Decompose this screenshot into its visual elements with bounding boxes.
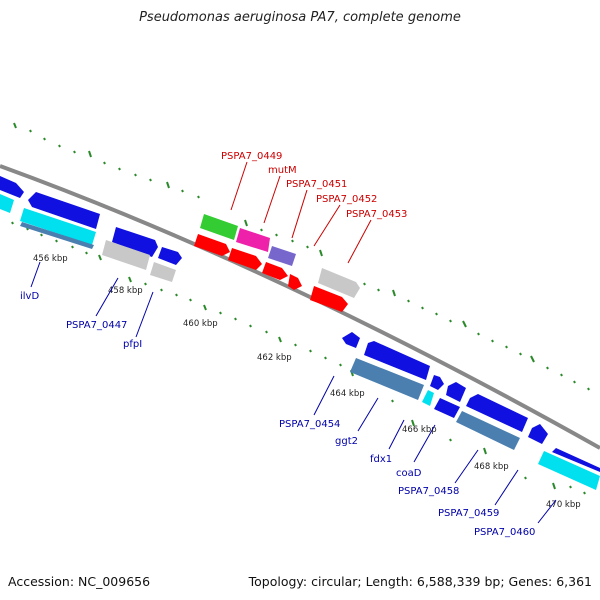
gene-arrow[interactable] — [552, 448, 600, 472]
gene-arrow[interactable] — [158, 247, 182, 265]
gene-arrow[interactable] — [364, 341, 430, 380]
forward-strand-genes — [194, 214, 360, 312]
topology-text: Topology: circular; Length: 6,588,339 bp… — [248, 574, 592, 589]
accession-text: Accession: NC_009656 — [8, 574, 151, 589]
gene-arrow[interactable] — [446, 382, 466, 402]
gene-arrow[interactable] — [150, 262, 176, 282]
gene-arrow[interactable] — [102, 240, 150, 270]
kbp-label: 466 kbp — [402, 425, 437, 435]
gene-arrow[interactable] — [200, 214, 238, 240]
gene-arrow[interactable] — [456, 411, 520, 450]
gene-label-ggt2[interactable]: ggt2 — [335, 436, 358, 447]
kbp-labels: 456 kbp 458 kbp 460 kbp 462 kbp 464 kbp … — [33, 254, 581, 510]
kbp-label: 462 kbp — [257, 353, 292, 363]
kbp-label: 468 kbp — [474, 462, 509, 472]
forward-gene-labels: PSPA7_0449 mutM PSPA7_0451 PSPA7_0452 PS… — [221, 151, 407, 264]
gene-arrow[interactable] — [466, 394, 528, 432]
gene-label-mutm[interactable]: mutM — [268, 165, 297, 176]
gene-arrow[interactable] — [194, 234, 230, 256]
inner-tick-ring — [11, 221, 586, 495]
gene-label-pspa7-0459[interactable]: PSPA7_0459 — [438, 508, 499, 519]
gene-label-coad[interactable]: coaD — [396, 468, 422, 479]
gene-arrow[interactable] — [0, 194, 14, 213]
gene-arrow[interactable] — [0, 176, 24, 198]
gene-label-pspa7-0449[interactable]: PSPA7_0449 — [221, 151, 282, 162]
gene-label-pspa7-0458[interactable]: PSPA7_0458 — [398, 486, 459, 497]
reverse-gene-labels: ilvD PSPA7_0447 pfpI PSPA7_0454 ggt2 fdx… — [20, 261, 557, 538]
gene-arrow[interactable] — [422, 390, 434, 406]
kbp-label: 456 kbp — [33, 254, 68, 264]
gene-arrow[interactable] — [228, 248, 262, 270]
gene-arrow[interactable] — [528, 424, 548, 444]
gene-arrow[interactable] — [262, 262, 288, 280]
gene-arrow[interactable] — [268, 246, 296, 266]
gene-arrow[interactable] — [112, 227, 158, 257]
gene-arrow[interactable] — [342, 332, 360, 348]
gene-label-pspa7-0451[interactable]: PSPA7_0451 — [286, 179, 347, 190]
kbp-label: 458 kbp — [108, 286, 143, 296]
kbp-label: 460 kbp — [183, 319, 218, 329]
kbp-label: 464 kbp — [330, 389, 365, 399]
gene-label-pspa7-0454[interactable]: PSPA7_0454 — [279, 419, 340, 430]
gene-label-pfpi[interactable]: pfpI — [123, 339, 142, 350]
gene-arrow[interactable] — [430, 375, 444, 390]
gene-arrow[interactable] — [20, 222, 94, 249]
gene-arrow[interactable] — [236, 228, 270, 252]
gene-arrow[interactable] — [28, 192, 100, 229]
reverse-strand-genes — [0, 176, 600, 490]
gene-label-pspa7-0453[interactable]: PSPA7_0453 — [346, 209, 407, 220]
gene-arrow[interactable] — [350, 358, 424, 400]
gene-label-pspa7-0452[interactable]: PSPA7_0452 — [316, 194, 377, 205]
gene-arrow[interactable] — [538, 451, 600, 490]
map-title: Pseudomonas aeruginosa PA7, complete gen… — [139, 10, 461, 25]
outer-tick-ring — [13, 122, 590, 391]
gene-label-pspa7-0447[interactable]: PSPA7_0447 — [66, 320, 127, 331]
kbp-label: 470 kbp — [546, 500, 581, 510]
gene-label-ilvd[interactable]: ilvD — [20, 291, 39, 302]
gene-arrow[interactable] — [288, 274, 302, 290]
genome-backbone — [0, 164, 600, 450]
gene-arrow[interactable] — [20, 208, 96, 245]
gene-arrow[interactable] — [318, 268, 360, 298]
gene-arrow[interactable] — [434, 398, 460, 418]
gene-label-fdx1[interactable]: fdx1 — [370, 454, 392, 465]
gene-arrow[interactable] — [310, 286, 348, 312]
gene-label-pspa7-0460[interactable]: PSPA7_0460 — [474, 527, 535, 538]
